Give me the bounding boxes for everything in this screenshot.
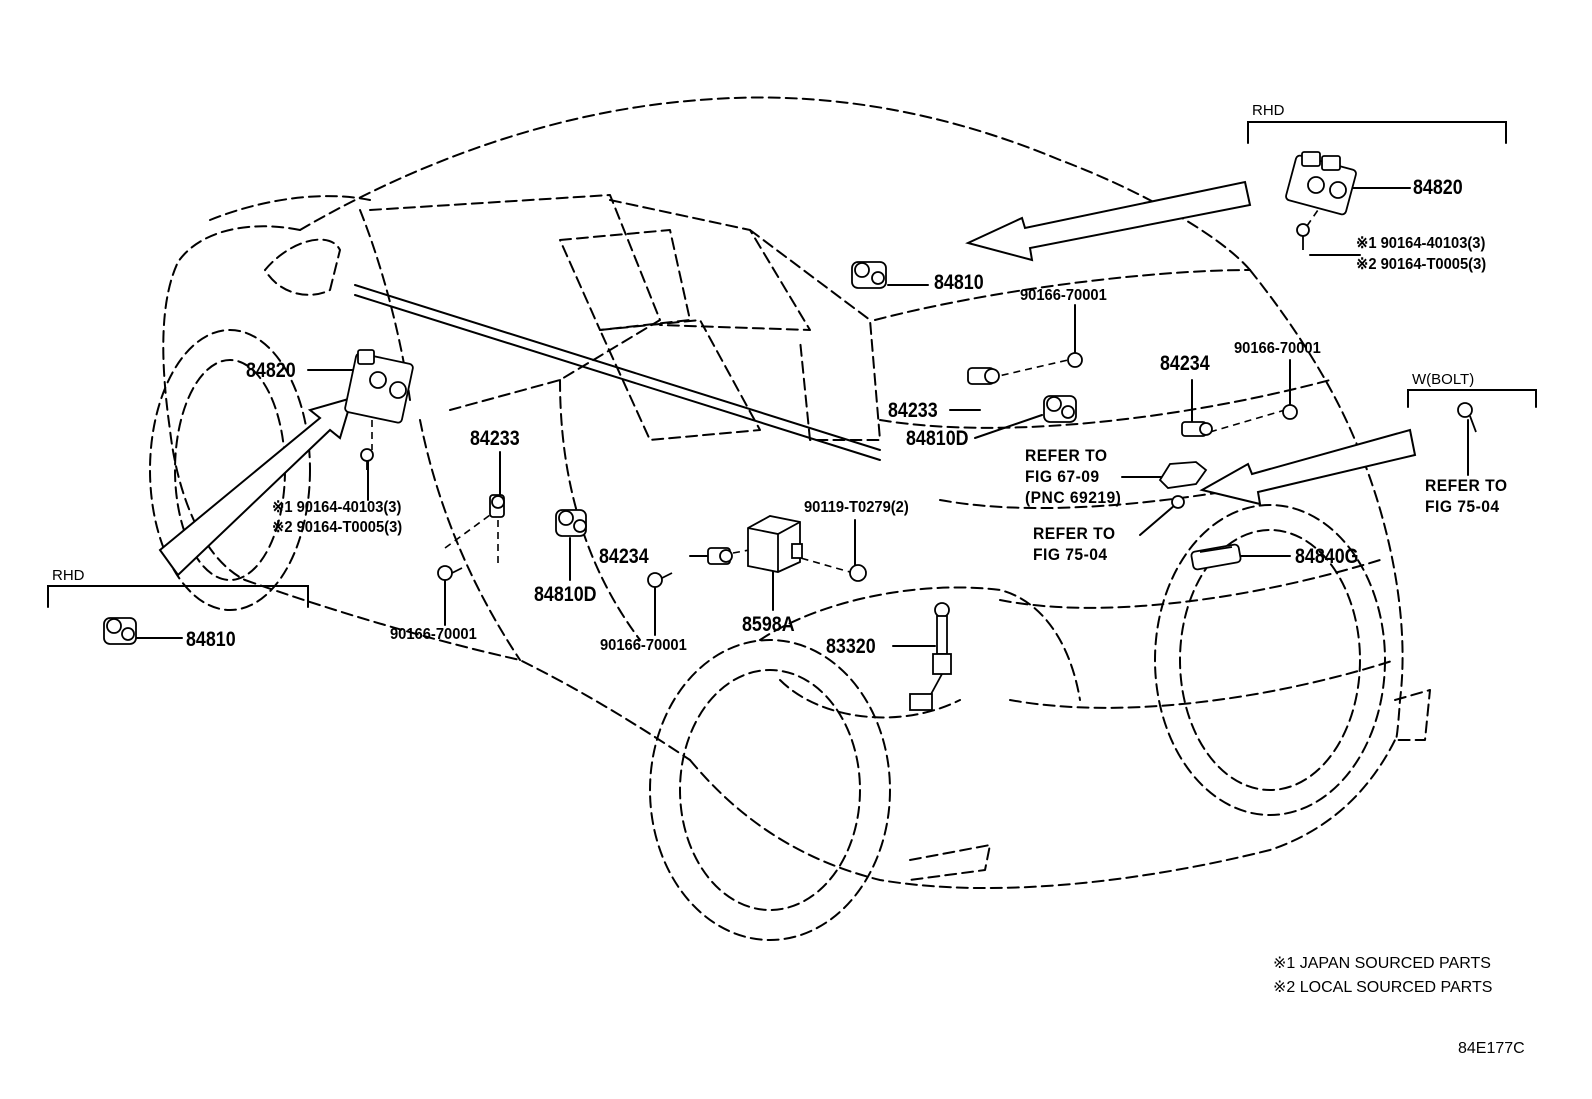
part-84810d-left[interactable]: 84810D <box>534 583 597 606</box>
rear-seat-back <box>559 229 691 331</box>
bumper-line <box>999 559 1381 609</box>
part-84233-right[interactable]: 84233 <box>888 399 938 422</box>
bolt-w-bolt <box>1457 402 1477 433</box>
switch-84820-top <box>1285 151 1357 216</box>
rear-seat-cushion <box>599 319 761 441</box>
clip-fig7504 <box>1171 495 1185 509</box>
refer-fig6709-line-1[interactable]: REFER TO <box>1025 446 1108 465</box>
bolt-90119 <box>849 564 867 582</box>
switch-84810d-left <box>555 509 587 537</box>
spare-well <box>779 679 961 719</box>
bolt-label-90166-mid[interactable]: 90166-70001 <box>600 637 687 654</box>
part-84820-top[interactable]: 84820 <box>1413 176 1463 199</box>
body-front-contour <box>162 225 301 581</box>
rear-wheel-left <box>679 669 861 911</box>
screw-left-line-1[interactable]: ※1 90164-40103(3) <box>272 499 402 516</box>
part-83320[interactable]: 83320 <box>826 635 876 658</box>
part-84810d-right[interactable]: 84810D <box>906 427 969 450</box>
screw-top <box>1296 223 1310 250</box>
part-84234-left[interactable]: 84234 <box>599 545 649 568</box>
bolt-90166-right <box>1282 404 1298 420</box>
bolt-label-90119[interactable]: 90119-T0279(2) <box>804 499 909 516</box>
screw-left-line-2[interactable]: ※2 90164-T0005(3) <box>272 519 403 536</box>
switch-84810d-right <box>1043 395 1077 423</box>
rhd-bottom-bracket <box>47 585 309 608</box>
bolt-label-90166-top[interactable]: 90166-70001 <box>1020 287 1107 304</box>
rear-hatch-top <box>874 269 1251 321</box>
refer-fig7504-mid-line-1[interactable]: REFER TO <box>1033 524 1116 543</box>
arrow-right <box>1199 428 1417 506</box>
note-japan-sourced: ※1 JAPAN SOURCED PARTS <box>1273 955 1491 972</box>
body-side-contour <box>244 579 691 761</box>
rear-window-bottom <box>879 379 1331 429</box>
part-84234-right[interactable]: 84234 <box>1160 352 1210 375</box>
leader-fig7504-mid <box>1139 504 1176 536</box>
rear-wheel-right-arch <box>1154 504 1386 816</box>
rear-wheel-right <box>1179 529 1361 791</box>
switch-84233-right <box>967 367 1000 385</box>
roof-rail-inner <box>354 294 881 461</box>
part-84810-bottom[interactable]: 84810 <box>186 628 236 651</box>
side-mirror <box>264 238 341 296</box>
switch-84234-left <box>707 547 733 565</box>
refer-fig6709-line-3[interactable]: (PNC 69219) <box>1025 488 1122 507</box>
cargo-floor <box>759 586 1081 701</box>
module-8598a <box>747 515 803 573</box>
arrow-left <box>158 396 354 577</box>
part-84840g[interactable]: 84840G <box>1295 545 1359 568</box>
bolt-label-90166-left[interactable]: 90166-70001 <box>390 626 477 643</box>
screw-left <box>360 448 374 470</box>
sensor-83320 <box>909 602 952 711</box>
group-label-rhd-top: RHD <box>1252 102 1285 119</box>
bolt-90166-mid <box>647 572 673 588</box>
arrow-top <box>965 180 1252 262</box>
screw-top-line-1[interactable]: ※1 90164-40103(3) <box>1356 235 1486 252</box>
side-window-rear <box>749 229 881 441</box>
part-8598a[interactable]: 8598A <box>742 613 795 636</box>
front-wheel-arch <box>149 329 311 611</box>
switch-84820-left <box>344 349 414 424</box>
switch-84840g <box>1190 543 1242 571</box>
group-label-rhd-bottom: RHD <box>52 567 85 584</box>
refer-fig6709-line-2[interactable]: FIG 67-09 <box>1025 467 1100 486</box>
bolt-label-90166-right[interactable]: 90166-70001 <box>1234 340 1321 357</box>
reflector <box>909 844 991 881</box>
refer-fig7504-mid-line-2[interactable]: FIG 75-04 <box>1033 545 1108 564</box>
figure-code: 84E177C <box>1458 1040 1525 1057</box>
side-window-front <box>609 199 811 331</box>
part-84820-left[interactable]: 84820 <box>246 359 296 382</box>
body-roof-outline <box>299 96 1251 271</box>
switch-84810-top <box>851 261 887 289</box>
body-lower-contour <box>689 739 1396 890</box>
bolt-90166-top <box>1067 352 1083 368</box>
wbolt-bracket <box>1407 389 1537 408</box>
refer-fig7504-right-line-2[interactable]: FIG 75-04 <box>1425 497 1500 516</box>
rear-wheel-left-arch <box>649 639 891 941</box>
roof-rail-left <box>354 284 881 451</box>
refer-fig7504-right-line-1[interactable]: REFER TO <box>1425 476 1508 495</box>
bumper-lower <box>1009 659 1396 709</box>
door-opening-left <box>419 419 521 661</box>
leader-84810d-right <box>974 414 1043 439</box>
switch-84233-left <box>489 494 505 518</box>
screw-top-line-2[interactable]: ※2 90164-T0005(3) <box>1356 256 1487 273</box>
note-local-sourced: ※2 LOCAL SOURCED PARTS <box>1273 979 1493 996</box>
switch-84810-bottom <box>103 617 137 645</box>
bolt-90166-left <box>437 565 463 581</box>
tail-light <box>1394 689 1431 741</box>
windshield <box>369 194 661 411</box>
group-label-w-bolt: W(BOLT) <box>1412 371 1475 388</box>
switch-84234-right <box>1181 421 1213 437</box>
part-84810-top[interactable]: 84810 <box>934 271 984 294</box>
lamp-fig6709 <box>1158 461 1208 489</box>
rhd-top-bracket <box>1247 121 1507 144</box>
body-rear-contour <box>1249 269 1404 742</box>
part-84233-left[interactable]: 84233 <box>470 427 520 450</box>
hood-line <box>209 195 371 221</box>
